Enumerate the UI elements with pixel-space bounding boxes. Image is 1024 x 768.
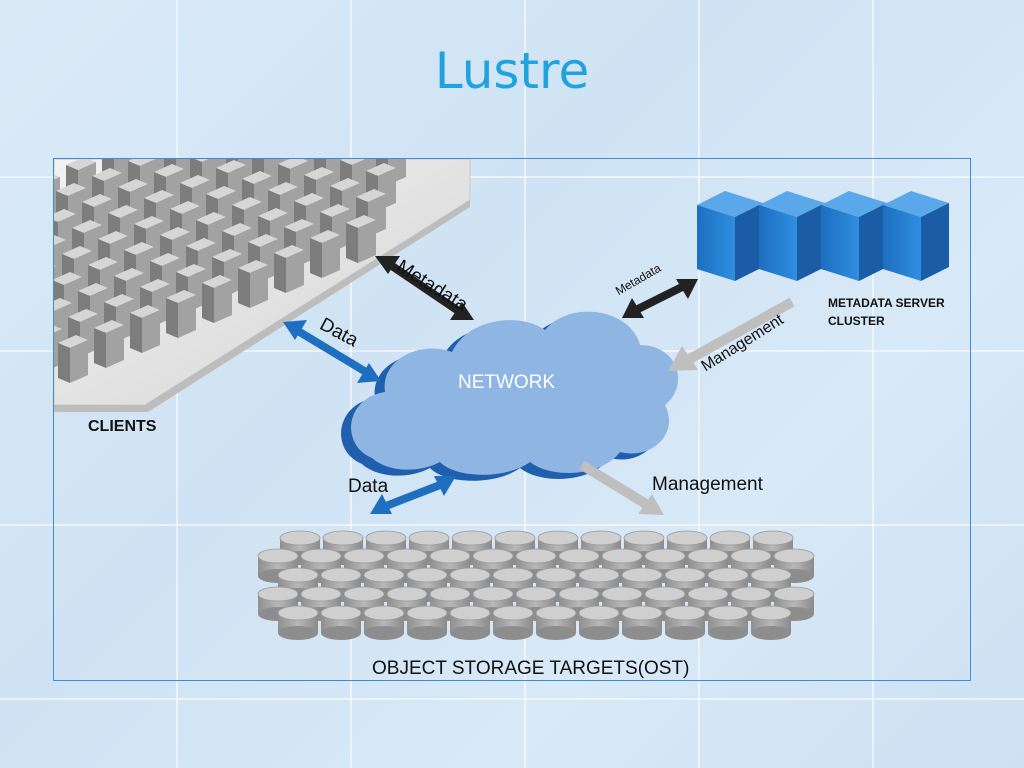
diagram-frame [53,158,971,681]
client-server [416,33,446,81]
client-server [386,111,416,159]
grid-line [0,698,1024,700]
storage-cylinder [492,605,534,640]
storage-cylinder [621,605,663,640]
client-server [0,276,20,324]
clients-label: CLIENTS [88,418,157,435]
data-arrow-ost [370,476,456,514]
ost-label: OBJECT STORAGE TARGETS(OST) [372,658,690,679]
management-arrow-ost [579,460,664,515]
client-server [346,215,376,263]
data-label-ost: Data [348,476,389,497]
client-server [334,89,364,137]
client-server [310,230,340,278]
storage-cylinder [707,605,749,640]
client-server [406,59,436,107]
client-server [298,104,328,152]
client-server [22,350,52,398]
storage-cylinder [363,605,405,640]
client-server [396,85,426,133]
client-server [282,67,312,115]
client-server [20,198,50,246]
client-server [202,275,232,323]
client-server [54,325,62,368]
client-server [236,108,266,156]
client-server [10,224,40,272]
storage-cylinder [320,605,362,640]
management-label-ost: Management [652,474,763,495]
grid-line [0,524,1024,526]
metadata-server-cluster [697,191,949,281]
grid-line [0,176,1024,178]
storage-cylinder [406,605,448,640]
client-server [6,313,36,361]
management-arrow-mds [668,297,795,371]
client-server [238,260,268,308]
client-server [58,335,88,383]
client-server [426,7,456,55]
client-server [246,82,276,130]
slide-title: Lustre [434,42,590,100]
client-server [274,245,304,293]
metadata-cluster-label-line2: CLUSTER [828,314,885,328]
client-server [0,302,10,350]
client-server [360,100,390,148]
metadata-server [883,191,949,281]
client-server [380,48,410,96]
storage-cylinder [578,605,620,640]
client-server [130,305,160,353]
client-server [183,159,189,160]
clients-server-farm [0,7,471,413]
client-server [54,265,56,302]
network-label: NETWORK [458,372,556,393]
client-server [94,320,124,368]
storage-cylinder [664,605,706,640]
client-server [354,37,384,85]
client-server [210,97,240,145]
client-server [16,287,46,335]
grid-line [698,0,700,768]
metadata-cluster-label-line1: METADATA SERVER [828,296,945,310]
grid-line [872,0,874,768]
storage-cylinder [277,605,319,640]
metadata-server [759,191,825,281]
metadata-cluster-label: METADATA SERVER CLUSTER [828,294,945,330]
client-server [0,339,26,387]
client-server [318,52,348,100]
metadata-arrow-clients [375,256,474,320]
client-server [166,290,196,338]
metadata-server [821,191,887,281]
storage-cylinder [535,605,577,640]
client-server [272,93,302,141]
client-server [326,159,345,163]
client-server [344,63,374,111]
metadata-arrow-mds [622,279,698,318]
client-server [0,365,16,413]
metadata-server [697,191,763,281]
network-cloud [341,311,679,481]
storage-cylinder [449,605,491,640]
ost-storage-array [257,530,815,640]
client-server [0,250,30,298]
data-arrow-clients [283,320,381,383]
client-server [308,78,338,126]
client-server [370,74,400,122]
grid-line [350,0,352,768]
client-server [390,22,420,70]
storage-cylinder [750,605,792,640]
